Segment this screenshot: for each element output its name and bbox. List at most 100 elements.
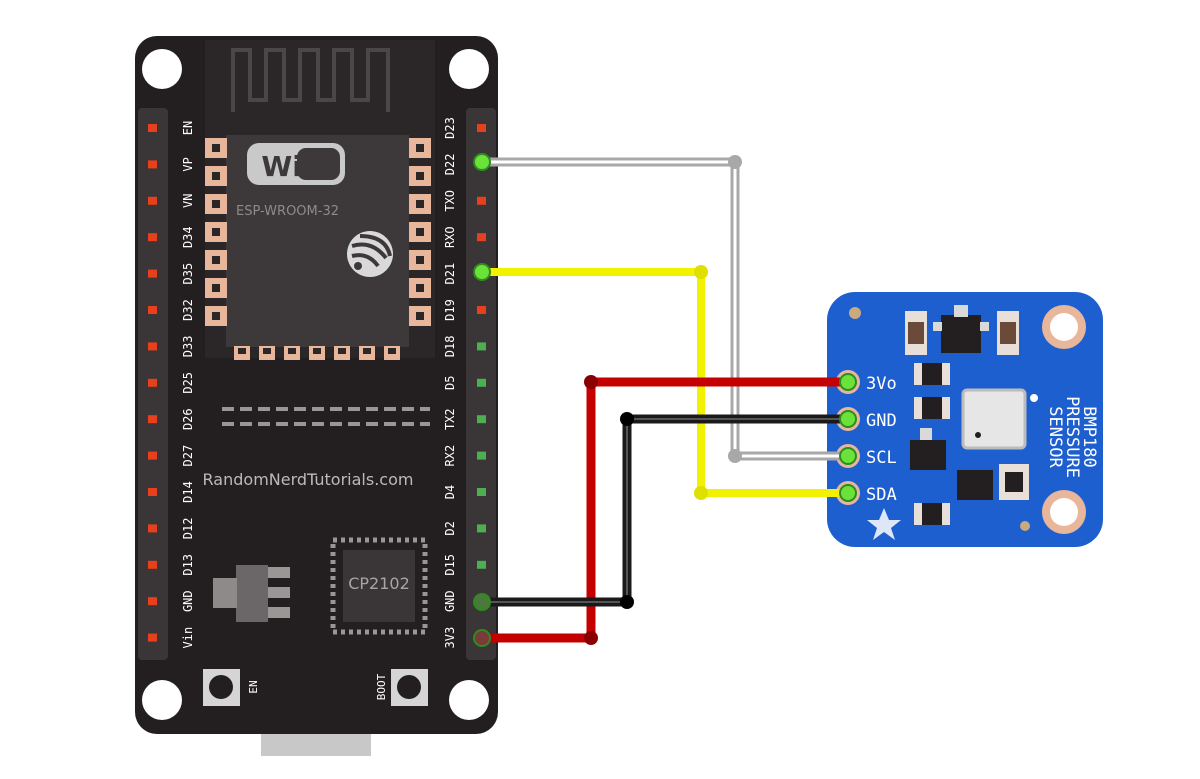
chip-label: CP2102	[348, 574, 410, 593]
left-pin-label: D12	[181, 518, 195, 540]
left-pin-gnd[interactable]	[148, 597, 157, 606]
left-pin-d32[interactable]	[148, 306, 157, 314]
left-pin-d13[interactable]	[148, 560, 157, 569]
left-pin-vp[interactable]	[148, 160, 157, 169]
right-pin-txo[interactable]	[477, 196, 486, 205]
wire-gnd[interactable]	[477, 412, 853, 609]
mounting-hole	[449, 49, 489, 89]
right-pin-label: TX2	[443, 408, 457, 430]
left-pin-vn[interactable]	[148, 196, 157, 205]
pin-highlight-sensor-gnd	[839, 410, 857, 428]
left-pin-label: VP	[181, 157, 195, 171]
left-pin-label: D35	[181, 263, 195, 285]
right-pin-d2[interactable]	[477, 524, 486, 533]
right-pin-header: D23D22TXORXOD21D19D18D5TX2RX2D4D2D15GND3…	[443, 117, 486, 648]
voltage-regulator	[213, 565, 290, 622]
right-pin-d5[interactable]	[477, 378, 486, 387]
en-button[interactable]	[203, 669, 240, 706]
left-pin-d25[interactable]	[148, 378, 157, 387]
module-label: ESP-WROOM-32	[236, 204, 339, 219]
right-pin-label: D19	[443, 299, 457, 321]
pin-highlight-gnd	[473, 593, 491, 611]
left-pin-label: D26	[181, 408, 195, 430]
left-pin-label: D33	[181, 336, 195, 358]
pressure-sensor-chip	[961, 388, 1027, 450]
wifi-logo-text: WiFi	[261, 150, 330, 183]
bmp180-sensor: BMP180 PRESSURE SENSOR 3Vo GND SCL SDA	[827, 292, 1103, 547]
left-pin-header: ENVPVND34D35D32D33D25D26D27D14D12D13GNDV…	[148, 121, 195, 649]
pin-highlight-scl	[839, 447, 857, 465]
sensor-pin-label-gnd: GND	[866, 411, 897, 431]
left-pin-d27[interactable]	[148, 451, 157, 460]
wire-scl[interactable]	[477, 155, 853, 463]
right-pin-label: RX2	[443, 445, 457, 467]
right-pin-d4[interactable]	[477, 488, 486, 496]
mounting-hole	[449, 680, 489, 720]
left-pin-d33[interactable]	[148, 342, 157, 351]
boot-button-label: BOOT	[375, 673, 388, 700]
right-pin-label: TXO	[443, 190, 457, 212]
pin-highlight-3vo	[839, 373, 857, 391]
left-pin-en[interactable]	[148, 124, 157, 132]
left-pin-label: D27	[181, 445, 195, 467]
mounting-hole	[142, 49, 182, 89]
right-pin-label: D23	[443, 117, 457, 139]
sensor-title: BMP180 PRESSURE SENSOR	[1045, 396, 1099, 478]
espressif-logo-icon	[347, 231, 393, 277]
right-pin-label: D18	[443, 336, 457, 358]
left-pin-vin[interactable]	[148, 633, 157, 642]
sensor-pin-label-sda: SDA	[866, 485, 897, 505]
right-pin-tx2[interactable]	[477, 415, 486, 424]
adafruit-logo-icon	[867, 508, 901, 540]
en-button-label: EN	[247, 680, 260, 693]
mounting-hole	[142, 680, 182, 720]
antenna-trace	[231, 48, 390, 112]
left-pin-label: VN	[181, 194, 195, 208]
left-pin-label: D14	[181, 481, 195, 503]
left-pin-label: Vin	[181, 627, 195, 649]
left-pin-label: D32	[181, 299, 195, 321]
right-pin-label: D15	[443, 554, 457, 576]
website-label: RandomNerdTutorials.com	[203, 470, 414, 489]
left-pin-d12[interactable]	[148, 524, 157, 533]
sensor-pin-label-scl: SCL	[866, 448, 897, 468]
right-pin-label: 3V3	[443, 627, 457, 649]
sensor-title-line-3: SENSOR	[1045, 406, 1065, 468]
right-pin-d18[interactable]	[477, 342, 486, 351]
left-pin-label: GND	[181, 590, 195, 612]
left-pin-d35[interactable]	[148, 269, 157, 278]
pin-highlight-d22	[473, 153, 491, 171]
right-pin-d19[interactable]	[477, 306, 486, 314]
connected-pin-highlights	[473, 153, 857, 647]
esp32-board: WiFi ESP-WROOM-32 RandomNerdTutorials.co…	[135, 36, 498, 756]
right-pin-label: D5	[443, 376, 457, 390]
left-pin-d34[interactable]	[148, 233, 157, 242]
right-pin-d23[interactable]	[477, 124, 486, 132]
right-pin-rx2[interactable]	[477, 451, 486, 460]
left-pin-label: EN	[181, 121, 195, 135]
left-pin-d14[interactable]	[148, 488, 157, 496]
left-pin-label: D25	[181, 372, 195, 394]
right-pin-label: RXO	[443, 226, 457, 248]
left-pin-label: D34	[181, 226, 195, 248]
right-pin-label: D2	[443, 521, 457, 535]
wroom-module: WiFi ESP-WROOM-32	[205, 40, 435, 360]
right-pin-label: D22	[443, 154, 457, 176]
wire-3v3[interactable]	[477, 375, 853, 645]
wires	[477, 155, 853, 645]
sensor-title-line-1: BMP180	[1079, 406, 1099, 467]
cp2102-chip: CP2102	[330, 537, 428, 635]
sensor-title-line-2: PRESSURE	[1062, 396, 1082, 478]
right-pin-rxo[interactable]	[477, 233, 486, 242]
left-pin-d26[interactable]	[148, 415, 157, 424]
right-pin-d15[interactable]	[477, 560, 486, 569]
boot-button[interactable]	[391, 669, 428, 706]
right-pin-label: D21	[443, 263, 457, 285]
wifi-logo: WiFi	[247, 143, 345, 185]
module-pads	[205, 138, 431, 360]
pin-highlight-sda	[839, 484, 857, 502]
pin-highlight-d21	[473, 263, 491, 281]
sensor-components	[905, 305, 1038, 525]
pin-highlight-3v3	[473, 629, 491, 647]
